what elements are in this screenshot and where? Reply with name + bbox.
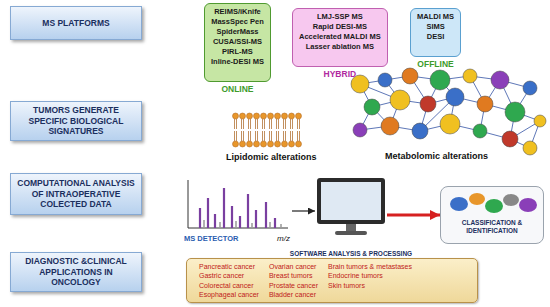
cancer-type: Endocrine tumors <box>328 271 412 280</box>
screen <box>321 182 381 220</box>
metabolite-dot <box>440 114 460 134</box>
blob <box>469 193 485 205</box>
cancer-column: Pancreatic cancerGastric cancerColorecta… <box>199 262 259 299</box>
metabolite-dot <box>523 141 537 155</box>
axis-label: m/z <box>277 234 290 243</box>
computer-monitor <box>315 176 387 238</box>
classification-label: CLASSIFICATION & IDENTIFICATION <box>445 219 539 235</box>
step-banner: TUMORS GENERATE SPECIFIC BIOLOGICAL SIGN… <box>10 101 142 141</box>
spectrum-panel: MS DETECTOR m/z <box>180 176 292 246</box>
cancer-scroll: Pancreatic cancerGastric cancerColorecta… <box>186 258 478 303</box>
cancer-type: Pancreatic cancer <box>199 262 259 271</box>
stand <box>346 224 356 231</box>
cancer-column: Ovarian cancerBreast tumorsProstate canc… <box>269 262 318 299</box>
platform-name: MALDI MS <box>417 12 454 22</box>
metabolite-dot <box>412 123 428 139</box>
step-banner: DIAGNOSTIC &CLINICAL APPLICATIONS IN ONC… <box>10 252 142 292</box>
metabolite-dot <box>523 81 537 95</box>
cancer-type: Skin tumors <box>328 281 412 290</box>
spectrum-plot <box>180 176 292 234</box>
platform-box: MALDI MSSIMSDESIOFFLINE <box>410 8 461 57</box>
classification-box: CLASSIFICATION & IDENTIFICATION <box>440 186 544 244</box>
cancer-type: Gastric cancer <box>199 271 259 280</box>
metabolite-dot <box>381 117 399 135</box>
metabolite-dot <box>446 88 464 106</box>
platform-name: CUSA/SSI-MS <box>211 37 264 47</box>
metabolite-dot <box>477 96 493 112</box>
metabolite-dot <box>491 71 509 89</box>
platform-name: SIMS <box>417 22 454 32</box>
platform-category: HYBRID <box>273 69 407 79</box>
platform-category: ONLINE <box>185 84 290 94</box>
cancer-type: Prostate cancer <box>269 281 318 290</box>
step-title: TUMORS GENERATE SPECIFIC BIOLOGICAL SIGN… <box>17 105 135 137</box>
axes <box>188 180 288 228</box>
step-title: DIAGNOSTIC &CLINICAL APPLICATIONS IN ONC… <box>17 256 135 288</box>
blob <box>519 198 537 212</box>
omics-label: Lipidomic alterations <box>226 152 317 162</box>
axis-label-row: MS DETECTOR m/z <box>180 176 292 243</box>
metabolite-dot <box>534 115 546 127</box>
minor-peaks <box>204 220 281 228</box>
metabolite-dot <box>402 68 418 84</box>
peaks <box>200 188 275 228</box>
cancer-type: Brain tumors & metastases <box>328 262 412 271</box>
metabolite-dot <box>390 90 410 110</box>
metabolite-dot <box>430 70 450 90</box>
platform-name: LMJ-SSP MS <box>299 12 381 22</box>
cancer-type: Bladder cancer <box>269 290 318 299</box>
platform-name: PIRL-MS <box>211 47 264 57</box>
metabolite-dot <box>505 102 525 122</box>
step-title: COMPUTATIONAL ANALYSIS OF INTRAOPERATIVE… <box>17 178 135 210</box>
platform-name: Lasser ablation MS <box>299 42 381 52</box>
platform-name: DESI <box>417 32 454 42</box>
metabolite-dot <box>502 131 518 147</box>
platform-category: OFFLINE <box>391 59 480 69</box>
metabolite-dot <box>420 96 436 112</box>
flow-arrow <box>387 214 440 217</box>
cancer-type: Ovarian cancer <box>269 262 318 271</box>
blob <box>485 199 503 213</box>
membrane <box>232 112 302 148</box>
step-title: MS PLATFORMS <box>17 18 135 29</box>
platform-box: REIMS/iKnifeMassSpec PenSpiderMassCUSA/S… <box>204 3 271 82</box>
cancer-column: Brain tumors & metastasesEndocrine tumor… <box>328 262 412 299</box>
platform-name: REIMS/iKnife <box>211 7 264 17</box>
metabolite-dot <box>353 123 367 137</box>
metabolite-dot <box>463 69 477 83</box>
metabolite-dot <box>473 124 487 138</box>
metabolite-dot <box>364 99 380 115</box>
step-banner: MS PLATFORMS <box>10 6 142 40</box>
platform-name: Rapid DESI-MS <box>299 22 381 32</box>
computer-caption: SOFTWARE ANALYSIS & PROCESSING <box>285 250 417 258</box>
platform-box: LMJ-SSP MSRapid DESI-MSAccelerated MALDI… <box>292 8 388 67</box>
platform-name: SpiderMass <box>211 27 264 37</box>
cluster-blobs <box>441 187 545 219</box>
bezel <box>317 178 385 224</box>
base <box>335 231 367 235</box>
blob <box>450 197 468 211</box>
detector-label: MS DETECTOR <box>184 234 238 243</box>
blob <box>503 194 519 206</box>
computer-node: SOFTWARE ANALYSIS & PROCESSING <box>315 176 387 248</box>
omics-label: Metabolomic alterations <box>385 151 488 161</box>
platform-name: Inline-DESI MS <box>211 57 264 67</box>
step-banner: COMPUTATIONAL ANALYSIS OF INTRAOPERATIVE… <box>10 173 142 215</box>
network-nodes <box>351 68 546 155</box>
flow-arrow <box>292 210 315 211</box>
platform-name: Accelerated MALDI MS <box>299 32 381 42</box>
metabolite-dot <box>378 73 392 87</box>
cancer-type: Breast tumors <box>269 271 318 280</box>
cancer-type: Colorectal cancer <box>199 281 259 290</box>
cancer-type: Esophageal cancer <box>199 290 259 299</box>
platform-name: MassSpec Pen <box>211 17 264 27</box>
